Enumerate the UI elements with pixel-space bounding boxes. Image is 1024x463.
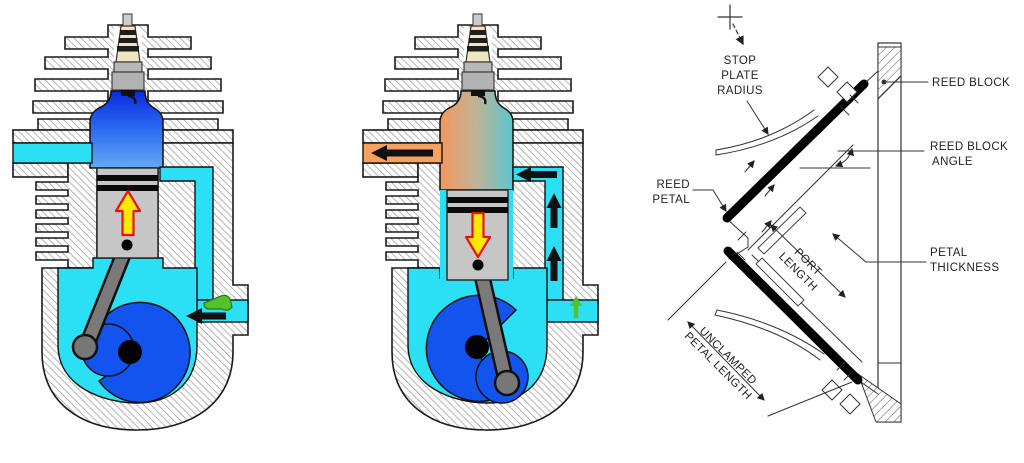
flange-upper-wedge [877,46,902,101]
connecting-rod [81,239,133,351]
reed-valve-closed [570,296,582,318]
exhaust-duct [12,142,93,164]
exhaust-duct-wall [12,162,69,178]
bore-strip-right [506,190,513,280]
exhaust-duct-wall [362,162,419,178]
reed-block-face-upper [747,144,854,251]
dimension-lines [667,81,929,417]
label-reed-block-angle-2: ANGLE [932,156,973,168]
exhaust-flow-arrow [371,145,433,161]
label-stop-plate-radius-3: RADIUS [717,85,763,97]
reed-petal-upper [722,79,869,223]
electrode [471,90,485,96]
transfer-flow-arrow-up-1 [546,193,562,228]
crank-pin [465,335,489,359]
piston-ring-2 [97,185,158,191]
piston-down-arrow [464,211,492,259]
electrode [121,90,135,96]
label-petal-thickness-1: PETAL [930,247,968,259]
radius-center-crosshair [717,4,744,46]
intake-flow-arrow [186,308,226,324]
piston-up-arrow [114,189,142,237]
label-reed-block: REED BLOCK [932,77,1010,89]
cylinder-wall-left-fins [35,162,98,269]
transfer-flow-arrow-top [516,167,557,182]
engine-compression-diagram [12,13,249,431]
clamp-hatching [736,94,859,381]
piston-ring-1 [447,197,508,203]
stop-plate-upper [715,109,819,156]
label-reed-petal-1: REED [656,179,690,191]
label-reed-petal-2: PETAL [652,194,690,206]
piston-ring-2 [447,207,508,213]
reed-valve-drawing: STOP PLATE RADIUS REED BLOCK REED BLOCK … [652,4,1010,423]
rod-big-end [71,333,99,361]
rod-big-end [493,369,521,397]
transfer-flow-arrow-up-2 [546,246,562,281]
stop-plate-lower [714,309,825,361]
bore-strip-left [440,190,447,280]
reed-valve-open [203,294,233,311]
spark-plug [111,13,145,105]
connecting-rod [473,257,512,387]
intake-duct [544,299,599,323]
label-stop-plate-radius-2: PLATE [721,70,759,82]
label-reed-block-angle-1: REED BLOCK [930,141,1008,153]
reed-block-pointer-dot [881,79,887,85]
crank-pin [118,340,142,364]
wrist-pin [472,259,484,271]
label-unclamped-petal-length: UNCLAMPED PETAL LENGTH [682,325,759,402]
reed-petal-lower [723,246,863,385]
cylinder-wall-left-fins [385,162,448,269]
label-stop-plate-radius-1: STOP [724,55,757,67]
engine-exhaust-diagram [362,13,599,431]
piston-ring-1 [97,175,158,181]
flange-lower-wedge [856,372,902,423]
reed-block-flange [877,42,902,423]
label-petal-thickness-2: THICKNESS [930,262,999,274]
spark-plug [461,13,495,105]
wrist-pin [121,239,133,251]
